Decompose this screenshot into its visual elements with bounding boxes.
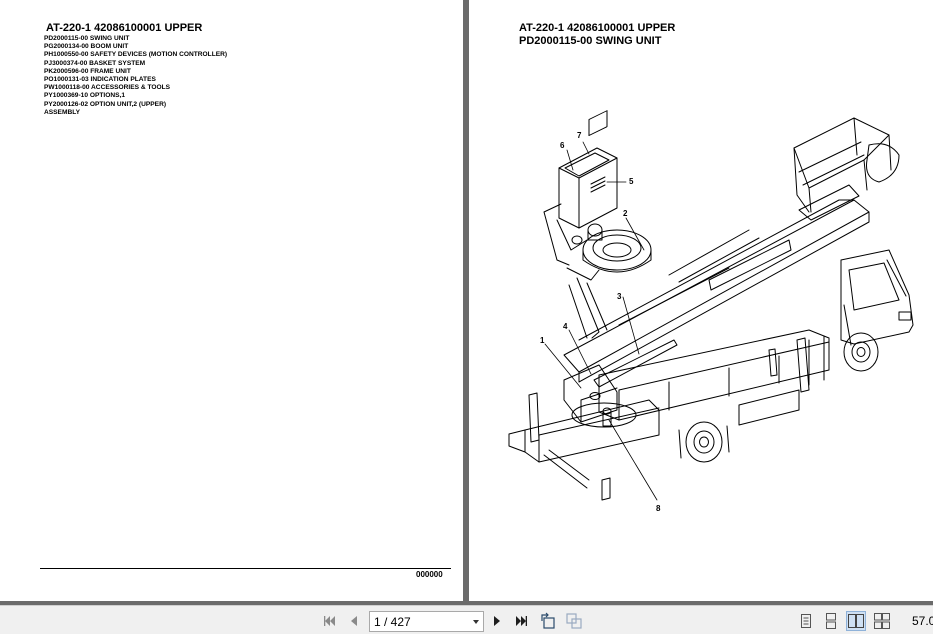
callout-4: 4 bbox=[563, 322, 568, 331]
rear-wheel bbox=[678, 421, 730, 463]
toc-item[interactable]: PY1000369-10 OPTIONS,1 bbox=[44, 92, 126, 100]
swing-unit-inset bbox=[543, 110, 652, 281]
page-indicator: 1 / 427 bbox=[374, 614, 411, 629]
boom-arm bbox=[563, 199, 870, 383]
continuous-view-icon[interactable] bbox=[821, 611, 841, 631]
swing-turret bbox=[563, 339, 678, 428]
toc-item[interactable]: PD2000115-00 SWING UNIT bbox=[44, 35, 130, 42]
document-page-right: AT-220-1 42086100001 UPPER PD2000115-00 … bbox=[469, 0, 933, 601]
chevron-down-icon bbox=[473, 620, 479, 624]
document-viewer[interactable]: AT-220-1 42086100001 UPPER PD2000115-00 … bbox=[0, 0, 933, 605]
leader-lines bbox=[544, 141, 658, 501]
basket bbox=[793, 117, 900, 221]
viewer-toolbar: 1 / 427 57.0 bbox=[0, 605, 933, 634]
toc-item[interactable]: PJ3000374-00 BASKET SYSTEM bbox=[44, 59, 146, 67]
table-of-contents: PD2000115-00 SWING UNIT PG2000134-00 BOO… bbox=[44, 35, 227, 117]
next-page-icon[interactable] bbox=[487, 611, 507, 631]
footer-code: 000000 bbox=[416, 570, 443, 579]
callout-5: 5 bbox=[629, 177, 634, 186]
toc-item[interactable]: PY2000126-02 OPTION UNIT,2 (UPPER) bbox=[44, 100, 167, 108]
previous-page-icon[interactable] bbox=[344, 611, 364, 631]
toc-item[interactable]: PG2000134-00 BOOM UNIT bbox=[44, 43, 129, 51]
single-page-view-icon[interactable] bbox=[796, 611, 816, 631]
page-title: AT-220-1 42086100001 UPPER bbox=[46, 22, 203, 34]
footer-divider bbox=[40, 568, 451, 569]
toc-item[interactable]: PK2000596-00 FRAME UNIT bbox=[44, 67, 131, 75]
callout-1: 1 bbox=[540, 336, 545, 345]
callout-8: 8 bbox=[656, 504, 661, 513]
toc-item[interactable]: PH1000550-00 SAFETY DEVICES (MOTION CONT… bbox=[44, 51, 228, 59]
parts-diagram: 1 2 3 4 5 6 7 8 bbox=[508, 110, 914, 513]
callout-2: 2 bbox=[623, 209, 628, 218]
toc-item[interactable]: PW1000118-00 ACCESSORIES & TOOLS bbox=[44, 84, 171, 92]
callout-3: 3 bbox=[617, 292, 622, 301]
copy-icon[interactable] bbox=[564, 611, 584, 631]
page-title: AT-220-1 42086100001 UPPER PD2000115-00 … bbox=[519, 22, 675, 47]
callout-7: 7 bbox=[577, 131, 582, 140]
document-page-left: AT-220-1 42086100001 UPPER PD2000115-00 … bbox=[0, 0, 463, 601]
page-subtitle: PD2000115-00 SWING UNIT bbox=[519, 34, 662, 47]
outriggers bbox=[528, 337, 810, 501]
zoom-level[interactable]: 57.0 bbox=[912, 614, 933, 628]
front-wheel bbox=[843, 332, 879, 372]
toc-item[interactable]: PO1000131-03 INDICATION PLATES bbox=[44, 76, 156, 84]
facing-pages-view-icon[interactable] bbox=[846, 611, 866, 631]
truck-cab bbox=[840, 249, 914, 346]
page-number-select[interactable]: 1 / 427 bbox=[369, 611, 484, 632]
first-page-icon[interactable] bbox=[320, 611, 340, 631]
rotate-icon[interactable] bbox=[538, 611, 558, 631]
facing-continuous-view-icon[interactable] bbox=[872, 611, 892, 631]
toc-item[interactable]: ASSEMBLY bbox=[44, 108, 81, 116]
page-title-line: AT-220-1 42086100001 UPPER bbox=[519, 22, 676, 34]
truck-body bbox=[508, 329, 830, 463]
last-page-icon[interactable] bbox=[511, 611, 531, 631]
detail-connector-lines bbox=[568, 277, 608, 339]
callout-6: 6 bbox=[560, 141, 565, 150]
